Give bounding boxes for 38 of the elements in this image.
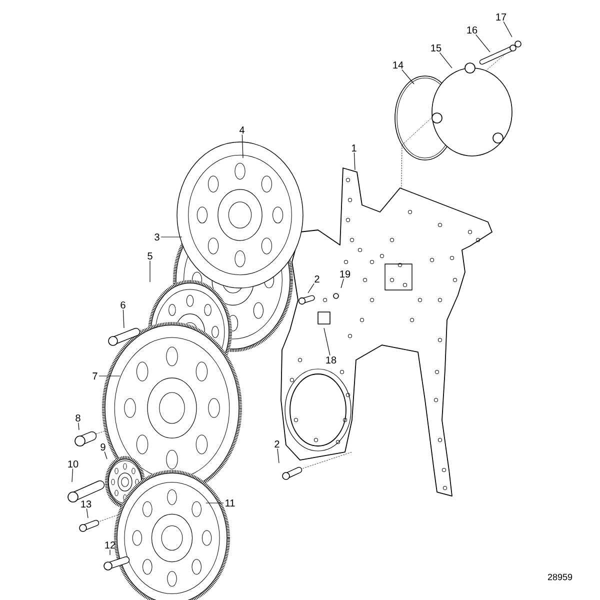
leader-line (160, 236, 182, 238)
callout-number: 15 (431, 44, 442, 52)
leader-line (340, 278, 344, 288)
callout-number: 9 (100, 443, 106, 451)
leader-line (476, 34, 490, 52)
leader-line (354, 152, 356, 170)
leader-line (78, 422, 80, 430)
leader-line (503, 21, 512, 38)
callout-number: 1 (352, 144, 356, 152)
leader-line (104, 451, 108, 460)
callout-number: 14 (393, 62, 404, 68)
callout-number: 13 (81, 500, 92, 508)
callout-number: 4 (239, 126, 244, 134)
leader-line (277, 448, 280, 464)
leader-line (308, 283, 314, 294)
callout-number: 12 (105, 542, 116, 548)
callout-number: 16 (467, 26, 478, 34)
callout-number: 6 (120, 301, 126, 309)
callout-number: 2 (314, 276, 320, 282)
leader-line (402, 69, 414, 84)
leader-line (86, 508, 88, 518)
leader-line (72, 468, 74, 482)
callout-number: 11 (226, 500, 235, 506)
callout-number: 3 (154, 233, 160, 241)
callout-number: 7 (92, 372, 98, 380)
callout-number: 8 (76, 414, 80, 422)
leader-line (122, 309, 124, 328)
callout-number: 19 (340, 270, 350, 278)
leader-line (206, 502, 224, 504)
leader-line (242, 134, 244, 158)
figure-number: 28959 (548, 574, 572, 580)
callout-number: 17 (496, 14, 506, 20)
callout-number: 5 (148, 252, 152, 260)
leader-line (324, 328, 330, 356)
callout-number: 18 (326, 356, 336, 364)
callout-number: 2 (274, 440, 280, 448)
leader-line (439, 52, 452, 68)
callout-number: 10 (68, 460, 78, 468)
